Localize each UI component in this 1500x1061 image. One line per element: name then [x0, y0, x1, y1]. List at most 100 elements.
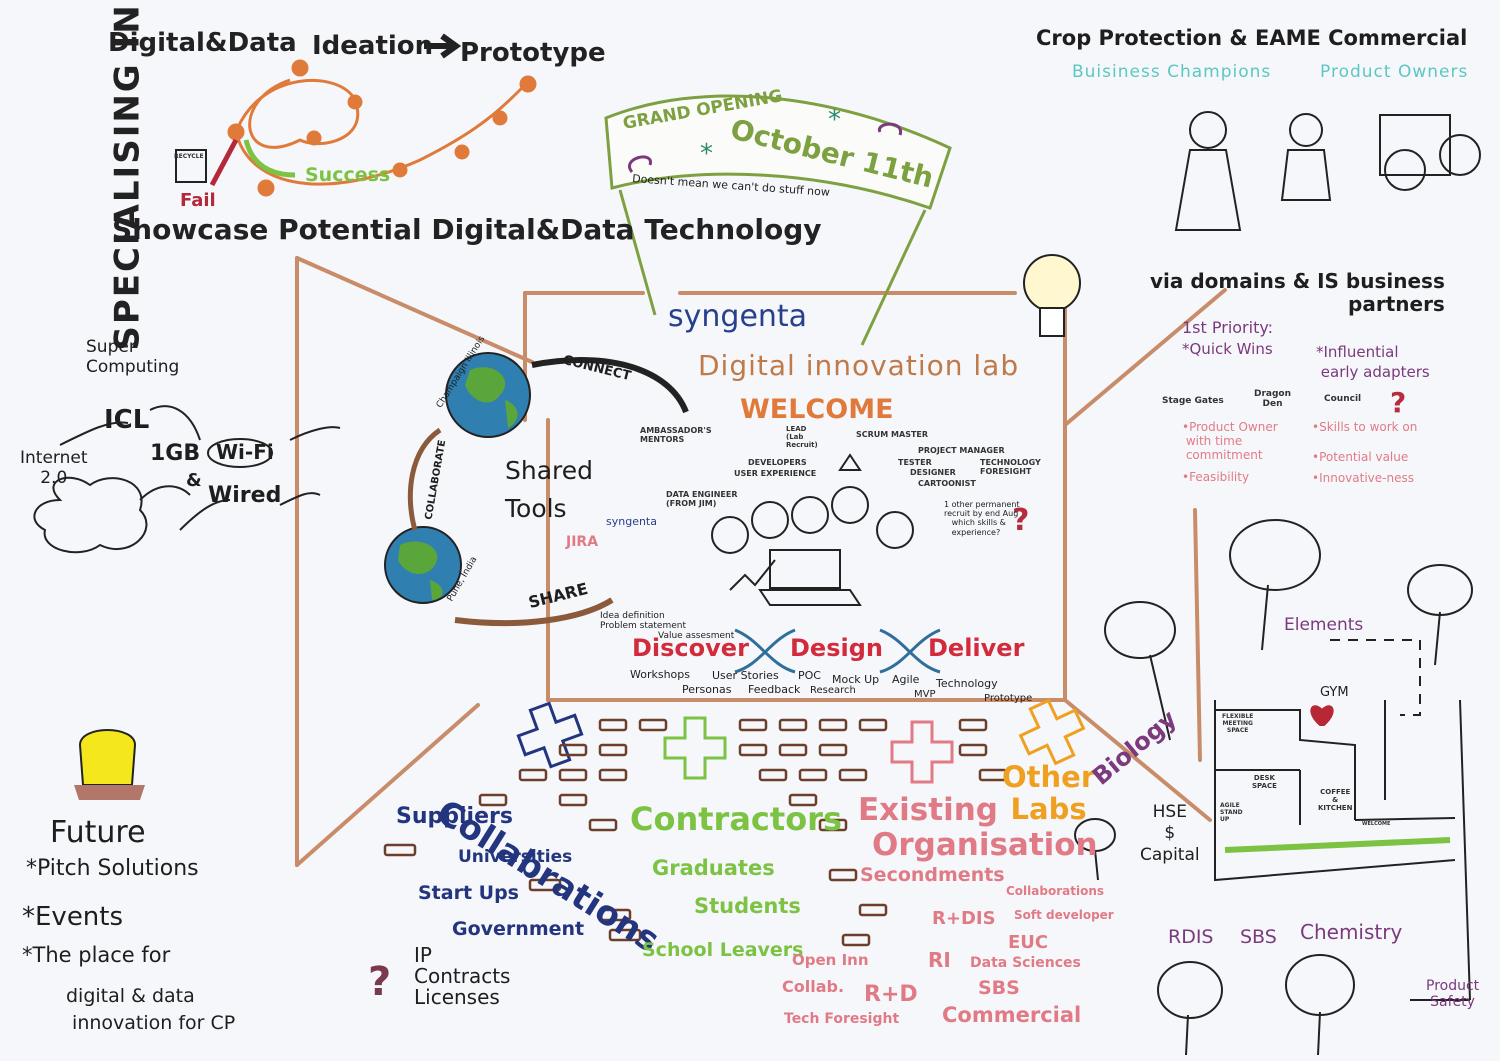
wired-label: Wired	[208, 483, 282, 508]
dragon-den-label: Dragon Den	[1254, 389, 1292, 410]
process-technology: Technology	[936, 677, 998, 690]
crop-protection-label: Crop Protection & EAME Commercial	[1036, 26, 1468, 50]
recruit-note: 1 other permanent recruit by end Aug whi…	[944, 500, 1020, 537]
rd-label: R+D	[864, 982, 918, 1007]
process-workshops: Workshops	[630, 668, 691, 681]
speed-label: 1GB	[150, 441, 201, 466]
product-owner-note: •Product Owner with time commitment	[1182, 420, 1278, 462]
ip-contracts-label: IP Contracts Licenses	[414, 943, 511, 1009]
process-arrows	[734, 628, 941, 674]
ideation-label: Ideation	[312, 31, 434, 61]
team-doodle	[711, 453, 914, 606]
sbs-right-label: SBS	[1240, 926, 1277, 948]
coffee-kitchen-label: COFFEE & KITCHEN	[1318, 788, 1353, 813]
future-label: Future	[50, 815, 146, 850]
tree-icon	[1074, 519, 1473, 1056]
data-sciences-label: Data Sciences	[970, 955, 1081, 971]
rdis-right-label: RDIS	[1168, 926, 1214, 948]
deliver-label: Deliver	[928, 634, 1025, 662]
product-safety-label: Product Safety	[1426, 978, 1480, 1011]
commercial-label: Commercial	[942, 1003, 1082, 1027]
syngenta-small-logo: syngenta	[606, 515, 657, 528]
process-agile: Agile	[892, 673, 920, 686]
prototype-label: Prototype	[460, 38, 606, 68]
svg-text:?: ?	[1012, 503, 1029, 538]
feasibility-label: •Feasibility	[1182, 470, 1250, 484]
skills-label: •Skills to work on	[1312, 420, 1418, 434]
ri-label: RI	[928, 948, 951, 972]
room-frame	[295, 256, 1227, 867]
role-developers: DEVELOPERS	[748, 458, 807, 467]
collab-label: Collab.	[782, 977, 845, 996]
share-arrow	[454, 597, 614, 627]
success-arrow	[243, 139, 296, 178]
role-project-manager: PROJECT MANAGER	[918, 446, 1005, 455]
internet-label: Internet 2.0	[20, 448, 88, 488]
shared-tools-label: Shared Tools	[505, 456, 594, 523]
pitch-label: *Pitch Solutions	[26, 856, 199, 881]
product-owners-label: Product Owners	[1320, 62, 1469, 82]
recycle-bin-icon	[175, 149, 207, 183]
discover-label: Discover	[632, 634, 749, 662]
design-label: Design	[790, 634, 883, 662]
plus-icon	[516, 698, 1086, 784]
process-mock-up: Mock Up	[832, 673, 880, 686]
flexible-meeting-label: FLEXIBLE MEETING SPACE	[1222, 713, 1254, 734]
globe-icon	[445, 352, 531, 438]
process-poc: POC	[798, 669, 821, 682]
grand-opening-banner: * *	[604, 94, 952, 346]
quick-wins-label: *Quick Wins	[1182, 340, 1273, 358]
network-roads	[33, 405, 341, 554]
via-domains-label: via domains & IS business partners	[1150, 269, 1445, 316]
innovation-cp-label: digital & data innovation for CP	[66, 985, 236, 1034]
svg-text:*: *	[700, 139, 713, 169]
hse-capital-label: HSE $ Capital	[1140, 802, 1200, 865]
floor-plan	[1214, 639, 1471, 1001]
svg-text:?: ?	[1390, 386, 1406, 419]
people-doodle	[1174, 111, 1481, 231]
soft-developer-label: Soft developer	[1014, 908, 1114, 922]
first-priority-label: 1st Priority:	[1182, 318, 1274, 337]
process-personas: Personas	[682, 683, 732, 696]
role-ambassadors: AMBASSADOR'S MENTORS	[640, 426, 712, 445]
digital-data-label: Digital&Data	[108, 28, 297, 58]
collaborate-arrow	[407, 427, 442, 531]
role-data-engineer: DATA ENGINEER (FROM JIM)	[666, 490, 738, 509]
rdis-label: R+DIS	[932, 908, 996, 929]
business-champions-label: Buisiness Champions	[1072, 62, 1272, 82]
amp-label: &	[186, 470, 202, 491]
existing-label: Existing	[858, 792, 998, 828]
svg-text:*: *	[828, 105, 841, 135]
chemistry-label: Chemistry	[1300, 920, 1403, 944]
fail-label: Fail	[180, 190, 216, 211]
role-lead: LEAD (Lab Recruit)	[786, 425, 818, 450]
universities-label: Universities	[458, 847, 573, 867]
welcome-door-label: WELCOME	[1362, 821, 1391, 827]
process-mvp: MVP	[914, 689, 936, 700]
place-for-label: *The place for	[22, 943, 171, 967]
svg-text:?: ?	[368, 959, 391, 1005]
arrow-icon	[424, 33, 462, 59]
desk-space-label: DESK SPACE	[1252, 774, 1277, 791]
students-label: Students	[694, 894, 801, 918]
fail-arrow	[209, 138, 239, 187]
process-feedback: Feedback	[748, 683, 801, 696]
other-labs-label: Other Labs	[1002, 760, 1096, 826]
role-designer: DESIGNER	[910, 468, 956, 477]
globe-icon	[384, 526, 462, 604]
organisation-label: Organisation	[872, 827, 1098, 863]
tech-foresight-label: Tech Foresight	[784, 1011, 900, 1027]
role-cartoonist: CARTOONIST	[918, 479, 976, 488]
open-inn-label: Open Inn	[792, 951, 869, 969]
stage-gates-label: Stage Gates	[1162, 396, 1224, 406]
elements-label: Elements	[1284, 615, 1364, 635]
events-label: *Events	[22, 902, 124, 932]
connect-arrow	[531, 357, 689, 414]
ideation-spiral	[227, 59, 537, 197]
lightbulb-icon	[1023, 254, 1081, 337]
role-tester: TESTER	[898, 458, 932, 467]
start-ups-label: Start Ups	[418, 882, 519, 904]
lab-title: Digital innovation lab	[698, 349, 1020, 382]
influential-label: *Influential early adapters	[1316, 343, 1430, 382]
